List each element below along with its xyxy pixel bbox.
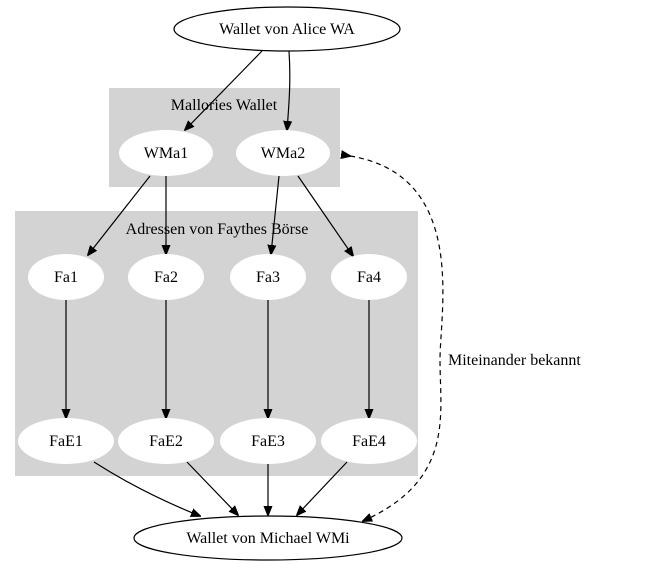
edge-fae1-to-michael [93,461,200,516]
node-wma2-label: WMa2 [261,145,305,162]
node-wallet-alice-label: Wallet von Alice WA [219,21,355,38]
node-fa1-label: Fa1 [54,269,78,286]
node-fae2-label: FaE2 [149,433,183,450]
node-fae3: FaE3 [220,418,316,464]
edge-alice-to-wma2 [287,50,290,130]
edge-acquainted-dashed [350,156,444,521]
edge-wma2-to-fa3 [271,175,280,254]
node-fae3-label: FaE3 [251,433,285,450]
edge-fae4-to-michael [297,461,348,515]
node-wallet-alice: Wallet von Alice WA [173,6,401,52]
node-wallet-michael: Wallet von Michael WMi [133,515,403,561]
node-wma1-label: WMa1 [144,145,188,162]
node-fae4: FaE4 [321,418,417,464]
node-fae4-label: FaE4 [352,433,386,450]
cluster-faythe-exchange-addresses-label: Adressen von Faythes Börse [126,221,309,238]
node-fa4-label: Fa4 [357,269,381,286]
node-fae1: FaE1 [18,418,114,464]
node-wma1: WMa1 [119,130,213,176]
node-fa3-label: Fa3 [256,269,280,286]
edge-alice-to-wma1 [185,50,263,130]
node-fae2: FaE2 [118,418,214,464]
edge-fae2-to-michael [186,461,238,515]
node-fa2: Fa2 [128,254,204,300]
node-fa3: Fa3 [230,254,306,300]
node-fa1: Fa1 [28,254,104,300]
edge-acquainted-label: Miteinander bekannt [448,352,581,369]
edges [66,50,444,521]
node-fa4: Fa4 [331,254,407,300]
node-wallet-michael-label: Wallet von Michael WMi [186,530,350,547]
edge-wma1-to-fa1 [88,175,151,255]
node-wma2: WMa2 [236,130,330,176]
node-fae1-label: FaE1 [49,433,83,450]
node-fa2-label: Fa2 [154,269,178,286]
cluster-mallories-wallet-label: Mallories Wallet [171,97,278,114]
